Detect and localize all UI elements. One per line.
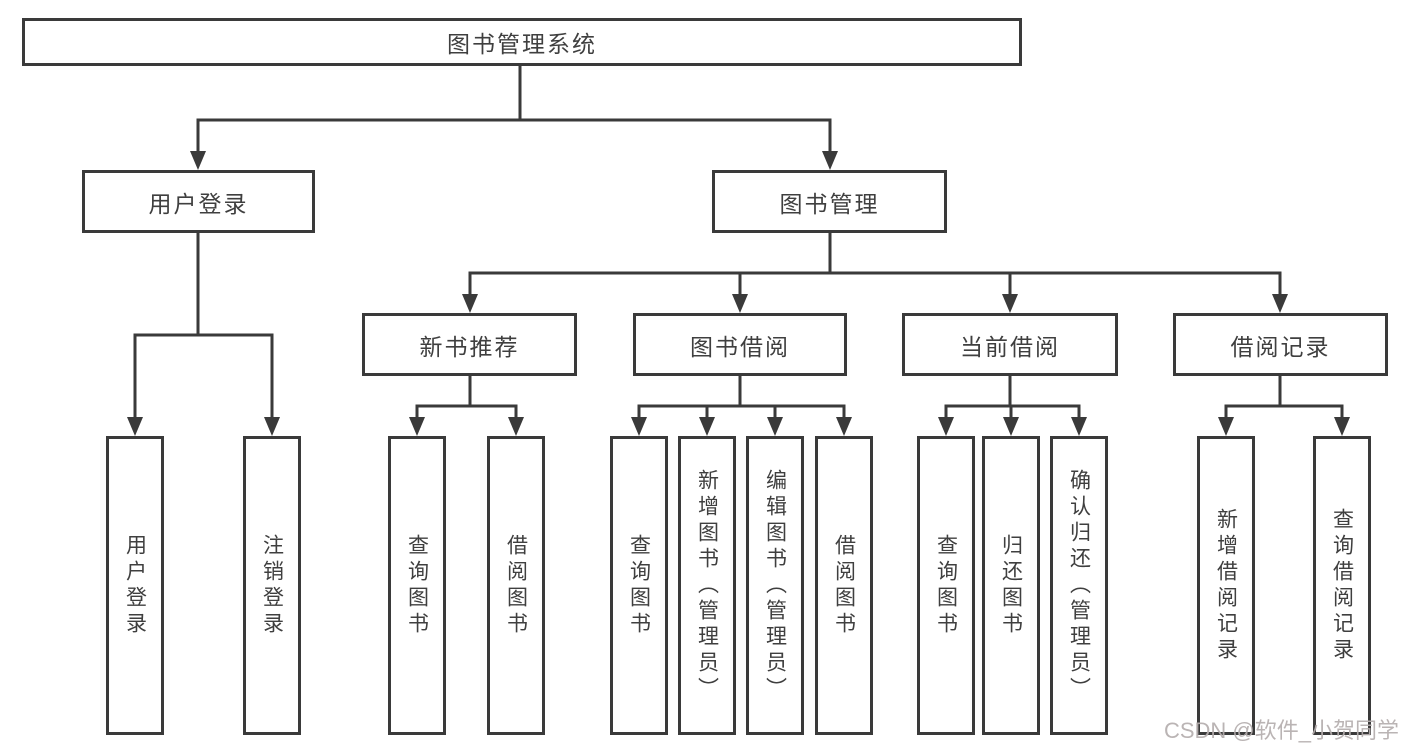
leaf-logout-login: 注销登录 bbox=[243, 436, 301, 735]
leaf-add-book-admin: 新增图书（管理员） bbox=[678, 436, 736, 735]
leaf-edit-book-admin: 编辑图书（管理员） bbox=[746, 436, 804, 735]
node-book-management: 图书管理 bbox=[712, 170, 947, 233]
leaf-borrow-books: 借阅图书 bbox=[815, 436, 873, 735]
leaf-add-borrow-record: 新增借阅记录 bbox=[1197, 436, 1255, 735]
csdn-watermark: CSDN @软件_小贺同学 bbox=[1163, 718, 1399, 743]
leaf-confirm-return-admin: 确认归还（管理员） bbox=[1050, 436, 1108, 735]
leaf-query-books-recommend: 查询图书 bbox=[388, 436, 446, 735]
node-new-book-recommend: 新书推荐 bbox=[362, 313, 577, 376]
node-user-login: 用户登录 bbox=[82, 170, 315, 233]
node-borrow-records: 借阅记录 bbox=[1173, 313, 1388, 376]
leaf-borrow-books-recommend: 借阅图书 bbox=[487, 436, 545, 735]
leaf-query-borrow-record: 查询借阅记录 bbox=[1313, 436, 1371, 735]
node-current-borrow: 当前借阅 bbox=[902, 313, 1118, 376]
node-library-management-system: 图书管理系统 bbox=[22, 18, 1022, 66]
leaf-user-login: 用户登录 bbox=[106, 436, 164, 735]
leaf-return-books: 归还图书 bbox=[982, 436, 1040, 735]
leaf-query-books-borrow: 查询图书 bbox=[610, 436, 668, 735]
node-book-borrow: 图书借阅 bbox=[633, 313, 847, 376]
leaf-query-books-current: 查询图书 bbox=[917, 436, 975, 735]
